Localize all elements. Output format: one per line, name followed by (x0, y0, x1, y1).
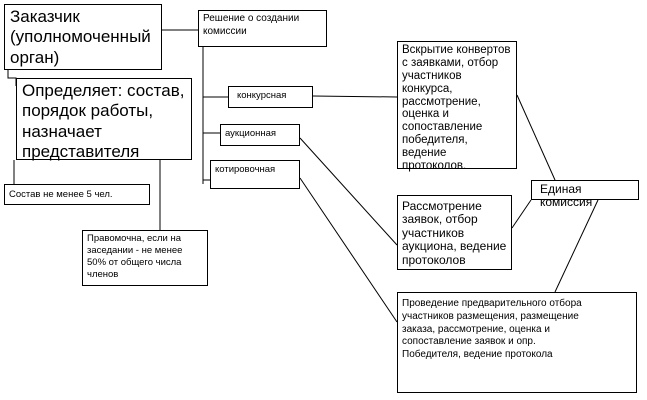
quorum-box: Правомочна, если на заседании - не менее… (82, 230, 208, 286)
auction-tasks-box: Рассмотрение заявок, отбор участников ау… (397, 195, 512, 270)
line-quotation-tasks (299, 177, 398, 323)
unified-commission-box: Единая комиссия (531, 180, 639, 209)
competitive-type-box: конкурсная (228, 86, 313, 108)
line-quotation-unified (554, 199, 599, 293)
composition-box: Состав не менее 5 чел. (4, 184, 150, 205)
auction-type-box: аукционная (220, 124, 300, 146)
quotation-tasks-box: Проведение предварительного отбора участ… (397, 292, 637, 393)
line-customer-defines (7, 70, 17, 86)
line-auction-unified (511, 199, 532, 229)
line-competitive-unified (516, 94, 556, 181)
quotation-type-box: котировочная (210, 160, 300, 189)
line-competitive-tasks (312, 95, 398, 98)
competitive-tasks-box: Вскрытие конвертов с заявками, отбор уча… (397, 41, 517, 172)
decision-box: Решение о создании комиссии (198, 10, 327, 47)
customer-box: Заказчик (уполномоченный орган) (4, 4, 162, 70)
line-auction-tasks (299, 137, 398, 246)
defines-box: Определяет: состав, порядок работы, назн… (16, 78, 192, 161)
